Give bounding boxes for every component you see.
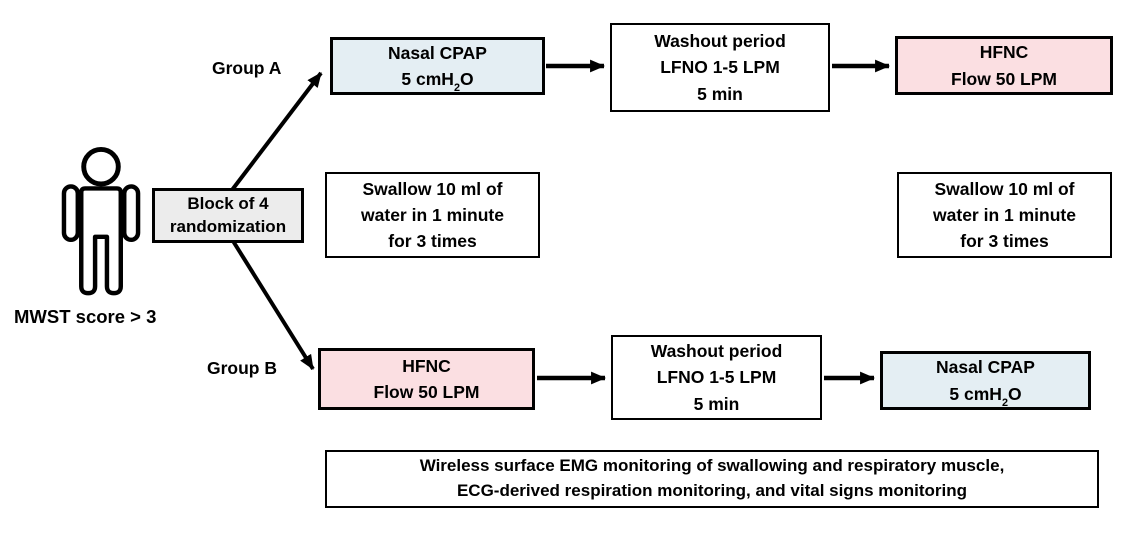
group-b-label: Group B: [207, 358, 277, 378]
washout-line1: Washout period: [654, 31, 786, 52]
group-a-nasal-cpap-box: Nasal CPAP 5 cmH2O: [330, 37, 545, 95]
group-a-label: Group A: [212, 58, 282, 78]
hfnc-line1: HFNC: [979, 42, 1029, 63]
group-b-hfnc-box: HFNC Flow 50 LPM: [318, 348, 535, 410]
hfnc-line2: Flow 50 LPM: [951, 68, 1057, 89]
monitoring-line1: Wireless surface EMG monitoring of swall…: [419, 456, 1005, 476]
cpap-line2: 5 cmH2O: [949, 383, 1022, 409]
swallow-line1: Swallow 10 ml of: [934, 178, 1075, 199]
monitoring-box: Wireless surface EMG monitoring of swall…: [325, 450, 1099, 508]
group-b-nasal-cpap-box: Nasal CPAP 5 cmH2O: [880, 351, 1091, 410]
mwst-score-label: MWST score > 3: [14, 306, 157, 327]
group-b-washout-box: Washout period LFNO 1-5 LPM 5 min: [611, 335, 822, 420]
swallow-line2: water in 1 minute: [933, 204, 1076, 225]
washout-line3: 5 min: [697, 83, 743, 104]
randomization-line1: Block of 4: [187, 193, 269, 213]
randomization-box: Block of 4 randomization: [152, 188, 304, 243]
swallow-line1: Swallow 10 ml of: [362, 178, 503, 199]
swallow-task-box-left: Swallow 10 ml of water in 1 minute for 3…: [325, 172, 540, 258]
cpap-line1: Nasal CPAP: [388, 42, 487, 63]
monitoring-line2: ECG-derived respiration monitoring, and …: [456, 481, 968, 500]
arrow-randomization-to-group-a: [230, 71, 323, 192]
group-a-washout-box: Washout period LFNO 1-5 LPM 5 min: [610, 23, 830, 112]
washout-line3: 5 min: [693, 393, 740, 414]
cpap-line1: Nasal CPAP: [936, 357, 1035, 378]
swallow-line2: water in 1 minute: [361, 204, 504, 225]
hfnc-line2: Flow 50 LPM: [373, 382, 480, 402]
arrow-randomization-to-group-b: [231, 239, 315, 371]
swallow-line3: for 3 times: [388, 231, 477, 252]
randomization-line2: randomization: [169, 216, 287, 236]
swallow-task-box-right: Swallow 10 ml of water in 1 minute for 3…: [897, 172, 1112, 258]
swallow-line3: for 3 times: [960, 231, 1049, 252]
washout-line1: Washout period: [650, 341, 783, 362]
washout-line2: LFNO 1-5 LPM: [656, 367, 777, 388]
hfnc-line1: HFNC: [402, 355, 451, 376]
washout-line2: LFNO 1-5 LPM: [660, 57, 780, 78]
group-a-hfnc-box: HFNC Flow 50 LPM: [895, 36, 1113, 95]
person-icon: [61, 146, 141, 296]
cpap-line2: 5 cmH2O: [401, 69, 474, 95]
